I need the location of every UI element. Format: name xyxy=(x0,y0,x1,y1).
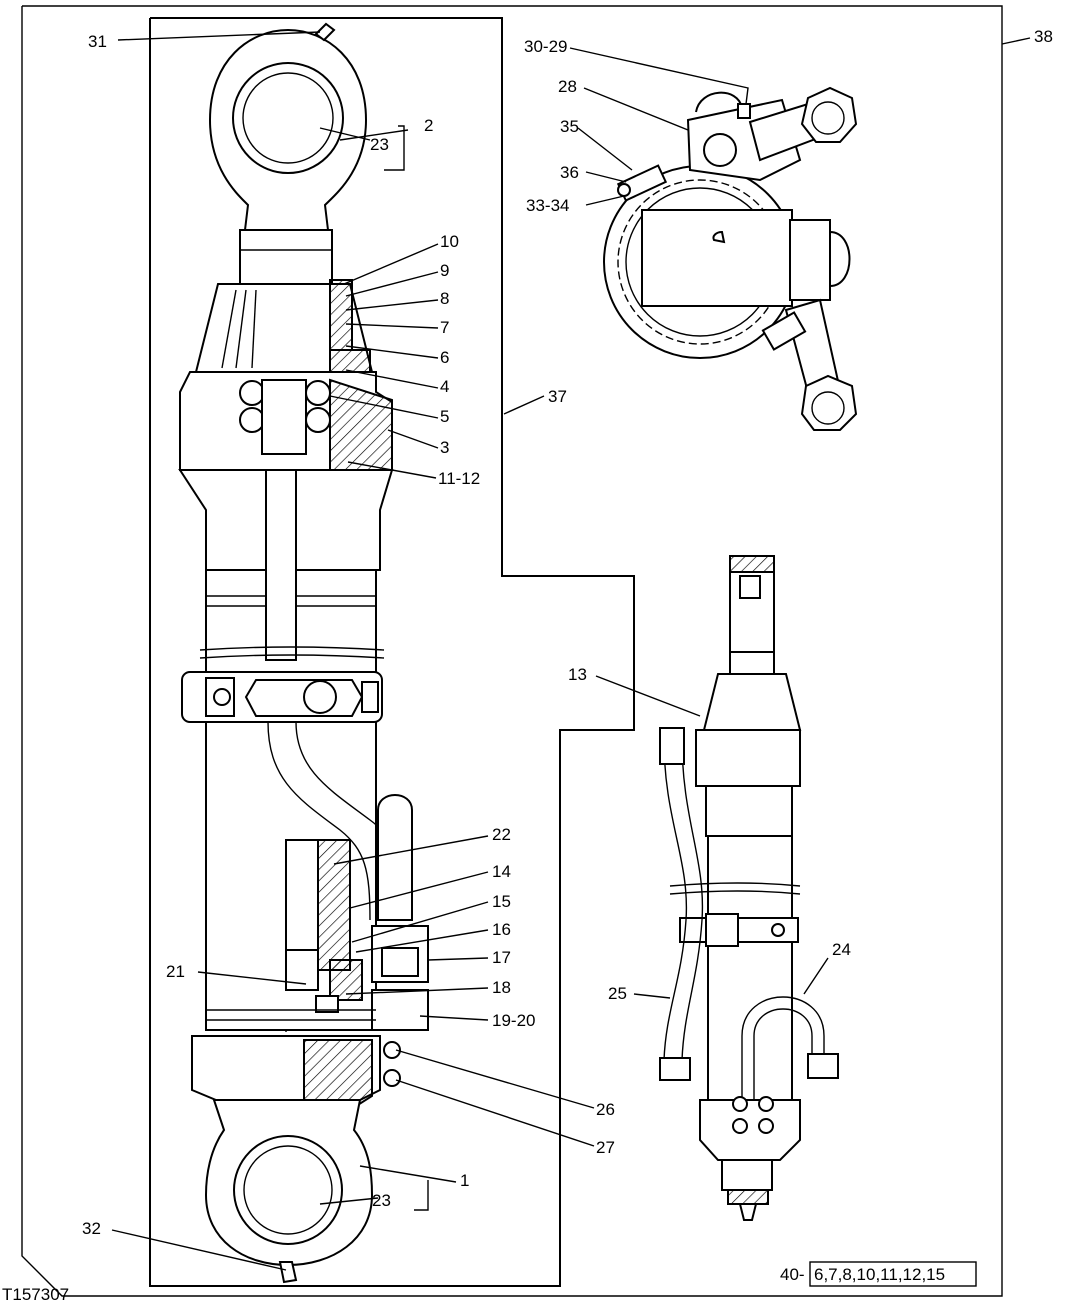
bottom-eye-bushing xyxy=(233,1135,343,1245)
u-tube xyxy=(741,996,825,1100)
callout-10: 10 xyxy=(440,232,459,251)
callout-22: 22 xyxy=(492,825,511,844)
callout-11-12: 11-12 xyxy=(438,469,480,488)
callout-37: 37 xyxy=(548,387,567,406)
rear-view-barrel xyxy=(707,835,793,1113)
callout-13: 13 xyxy=(568,665,587,684)
callout-9: 9 xyxy=(440,261,449,280)
figure-id: T157307 xyxy=(2,1285,69,1304)
callout-33-34: 33-34 xyxy=(526,196,569,215)
callout-16: 16 xyxy=(492,920,511,939)
top-grease-fitting xyxy=(314,22,336,42)
callout-19-20: 19-20 xyxy=(492,1011,535,1030)
callout-23-bottom: 23 xyxy=(372,1191,391,1210)
callout-32: 32 xyxy=(82,1219,101,1238)
callout-28: 28 xyxy=(558,77,577,96)
rear-view-head xyxy=(695,729,801,787)
callout-35: 35 xyxy=(560,117,579,136)
callout-3: 3 xyxy=(440,438,449,457)
callout-4: 4 xyxy=(440,377,449,396)
callout-27: 27 xyxy=(596,1138,615,1157)
kit-box xyxy=(809,1261,977,1287)
side-view-drawing xyxy=(603,86,858,431)
callout-7: 7 xyxy=(440,318,449,337)
callout-8: 8 xyxy=(440,289,449,308)
callout-21: 21 xyxy=(166,962,185,981)
rear-view-drawing xyxy=(659,555,839,1221)
bottom-hex-nut xyxy=(800,374,858,431)
outer-frame xyxy=(21,5,1003,1297)
callout-24: 24 xyxy=(832,940,851,959)
callout-40-prefix: 40- xyxy=(780,1265,805,1284)
callout-25: 25 xyxy=(608,984,627,1003)
top-eye-bushing xyxy=(232,62,344,174)
callout-5: 5 xyxy=(440,407,449,426)
main-cylinder-drawing xyxy=(178,22,429,1284)
callout-23-top: 23 xyxy=(370,135,389,154)
callout-6: 6 xyxy=(440,348,449,367)
callout-18: 18 xyxy=(492,978,511,997)
bottom-grease-fitting xyxy=(278,1261,298,1284)
callout-40-kit: 6,7,8,10,11,12,15 xyxy=(814,1265,945,1284)
callout-31: 31 xyxy=(88,32,107,51)
callout-36: 36 xyxy=(560,163,579,182)
inner-panel-outline xyxy=(149,17,635,1287)
piston-rod xyxy=(239,229,333,291)
callout-26: 26 xyxy=(596,1100,615,1119)
callout-38: 38 xyxy=(1034,27,1053,46)
callout-15: 15 xyxy=(492,892,511,911)
callout-1: 1 xyxy=(460,1171,469,1190)
external-tube xyxy=(267,721,371,921)
callout-30-29: 30-29 xyxy=(524,37,567,56)
leader-lines xyxy=(111,31,1031,1271)
callout-14: 14 xyxy=(492,862,511,881)
callout-2: 2 xyxy=(424,116,433,135)
rear-view-left-hose xyxy=(663,739,688,1061)
callout-17: 17 xyxy=(492,948,511,967)
